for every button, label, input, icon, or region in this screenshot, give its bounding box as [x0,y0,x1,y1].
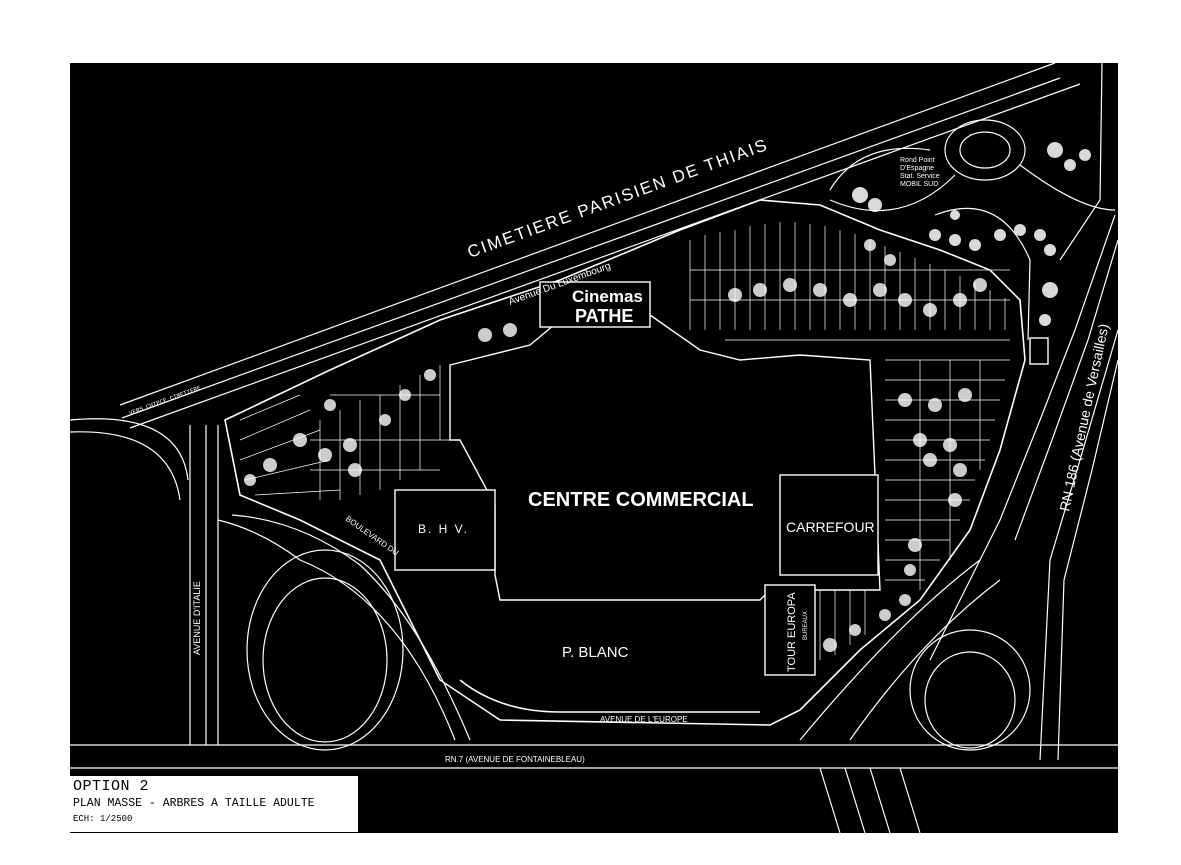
ramp-to-rn7-2 [231,514,471,741]
parking-west-stalls [239,365,441,500]
rond-point-label-3: Stat. Service [900,173,940,180]
rn186-road-2 [1014,239,1119,541]
cloverleaf-loop-inner [262,577,388,743]
rn186-road-4 [1057,359,1119,761]
kiosk-building [1029,337,1049,365]
p-blanc-label: P. BLANC [562,644,629,661]
plan-caption: OPTION 2 PLAN MASSE - ARBRES A TAILLE AD… [70,776,358,832]
left-junction-curve-2 [69,431,181,501]
cemetery-road-line [121,77,1061,419]
roundabout-exit [1019,164,1116,211]
tour-europa-label: TOUR EUROPA [786,592,798,672]
roundabout-to-parking [934,207,1031,341]
ramp-to-rn7 [217,519,456,741]
bhv-label: B. H V. [418,522,469,536]
bhv-building [394,489,496,571]
carrefour-label: CARREFOUR [786,519,875,535]
centre-commercial-label: CENTRE COMMERCIAL [528,489,754,511]
tree-cluster-north [728,239,987,317]
cloverleaf-right-outer [909,629,1031,751]
service-station-loop [829,147,931,191]
parking-east-aisles [919,360,981,590]
tree-cluster-east [898,388,972,576]
caption-title: PLAN MASSE - ARBRES A TAILLE ADULTE [73,797,315,810]
buildings [394,281,1049,676]
rn186-road-1 [929,214,1116,661]
rn186-road-3 [1039,329,1119,761]
cloverleaf-loop-outer [246,549,404,751]
tour-europa-building [764,584,816,676]
pathe-label: PATHE [575,306,633,326]
rond-point-espagne-inner [959,131,1011,169]
rond-point-label-2: D'Espagne [900,165,934,172]
site-perimeter [224,199,1026,726]
avenue-europe-line [459,679,760,713]
caption-option: OPTION 2 [73,778,150,795]
tree-cluster-roundabout [852,142,1091,326]
trees [244,142,1091,652]
rond-point-label-4: MOBIL SUD [900,181,938,188]
parking-southeast [819,590,866,660]
avenue-europe-label: AVENUE DE L'EUROPE [600,715,688,724]
rn7-hatching [819,767,921,834]
rond-point-espagne-ring [944,119,1026,181]
caption-scale: ECH: 1/2500 [73,814,133,824]
cinemas-label: Cinemas [572,287,643,306]
road-network [69,62,1119,834]
avenue-italie-label: AVENUE D'ITALIE [192,581,202,655]
tree-cluster-south [823,594,911,652]
cloverleaf-right-inner [924,651,1016,749]
rn7-label: RN.7 (AVENUE DE FONTAINEBLEAU) [445,755,585,764]
parking-west-aisles [310,394,450,471]
service-station-loop-2 [829,174,956,212]
rn186-edge [1059,62,1103,261]
cemetery-boundary-line [119,62,1056,406]
bureau-label: BUREAUX [803,611,809,640]
parking-west [239,365,450,500]
ramp-right-1 [849,579,1001,741]
carrefour-building [779,474,879,576]
ramp-right-2 [799,559,981,741]
avenue-luxembourg-line [129,83,1081,429]
tree-cluster-west [244,323,517,486]
site-boundary [224,199,1026,726]
cinemas-pathe-building [539,281,651,328]
left-junction-curve-1 [69,418,189,481]
rond-point-label-1: Rond Point [900,157,935,164]
parking-southeast-stalls [819,590,866,660]
